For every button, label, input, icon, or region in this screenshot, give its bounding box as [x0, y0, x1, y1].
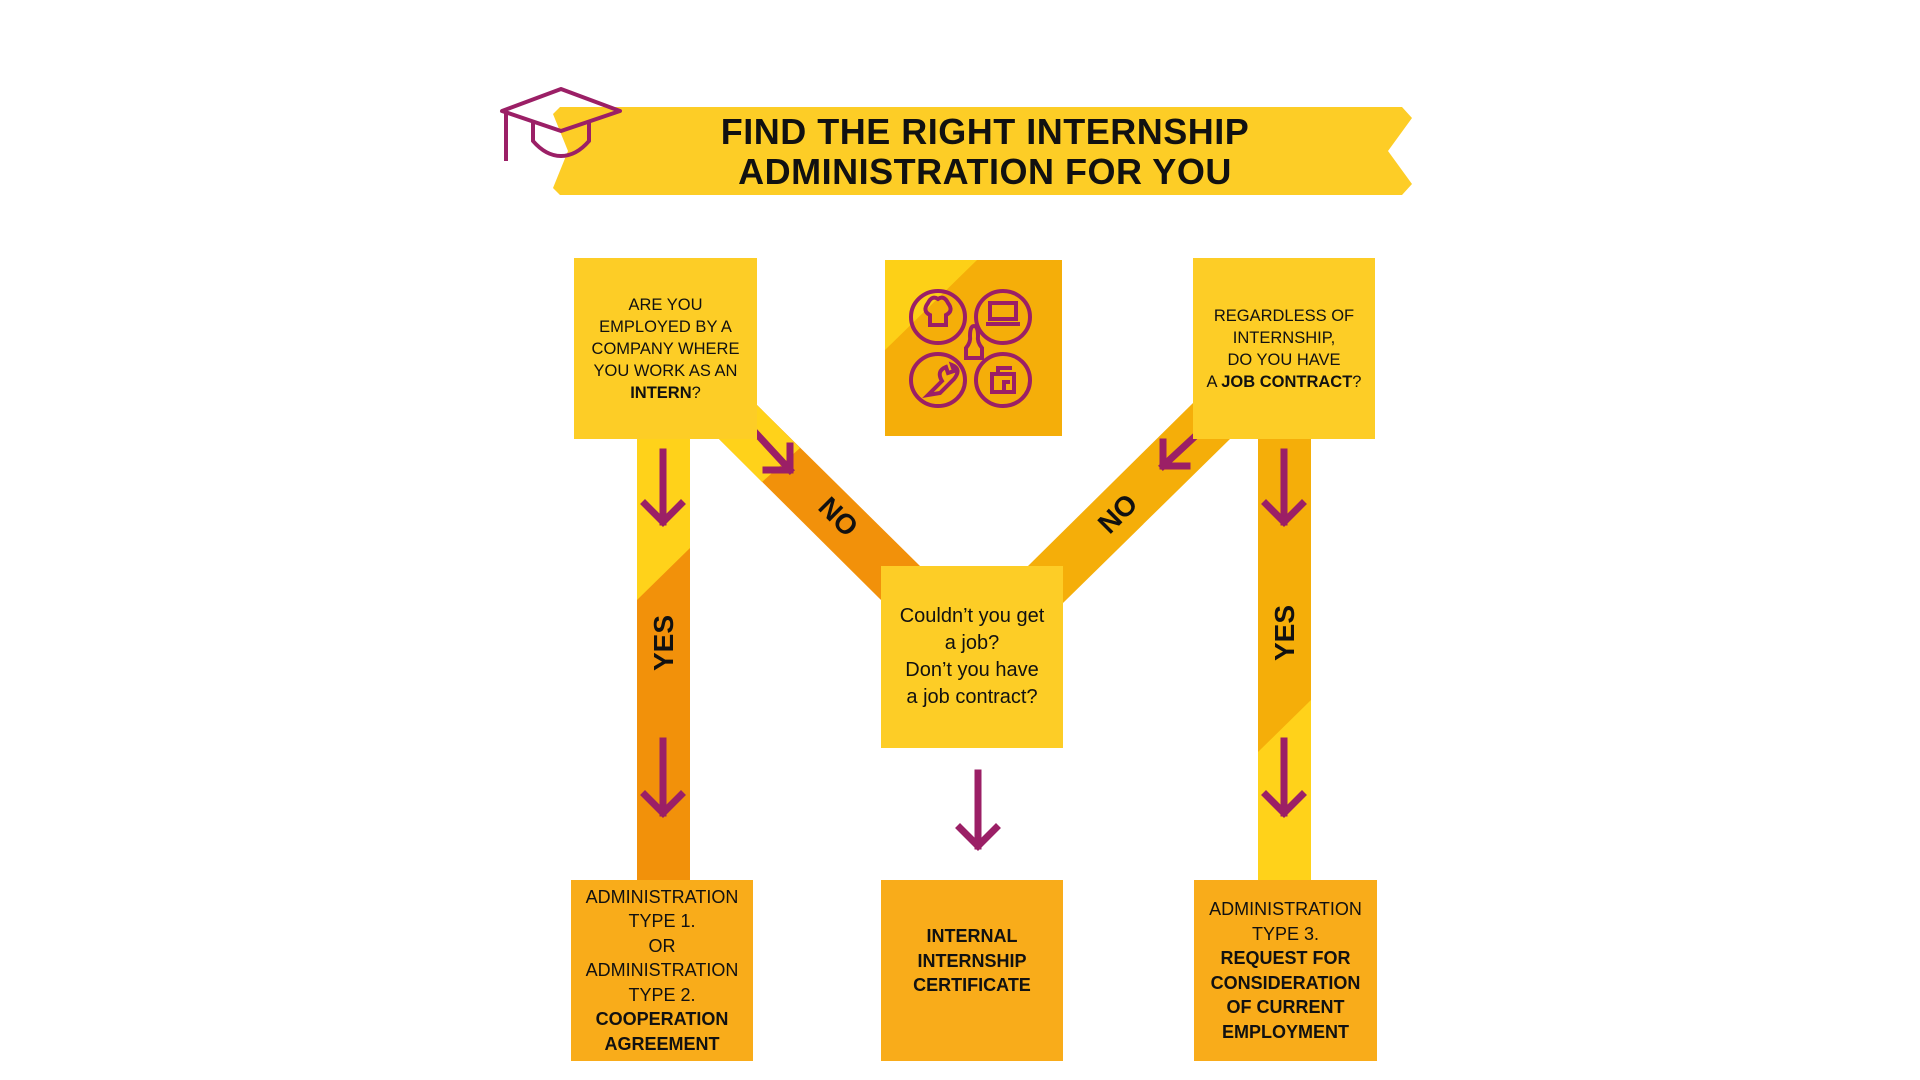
text-line: COMPANY WHERE: [591, 339, 740, 358]
text-line: INTERNSHIP: [917, 950, 1027, 971]
text-line: INTERNAL: [926, 926, 1018, 946]
text-line: Don’t you have: [905, 659, 1039, 681]
title-line-2: ADMINISTRATION FOR YOU: [738, 151, 1232, 192]
text-line: EMPLOYED BY A: [599, 317, 732, 336]
text-line: CERTIFICATE: [913, 975, 1031, 995]
graduation-cap-icon: [500, 87, 622, 161]
text-line: AGREEMENT: [604, 1033, 720, 1054]
arrow-down-icon: [1261, 448, 1307, 527]
person-icon: [964, 323, 984, 360]
question-job-contract: REGARDLESS OF INTERNSHIP, DO YOU HAVE A …: [1193, 258, 1375, 439]
arrow-down-icon: [955, 769, 1001, 851]
question-employed-intern: ARE YOU EMPLOYED BY A COMPANY WHERE YOU …: [574, 258, 757, 439]
arrow-down-icon: [1261, 737, 1307, 818]
professions-icon: [909, 289, 1032, 408]
text-line: EMPLOYMENT: [1221, 1021, 1349, 1042]
text-line: INTERNSHIP,: [1232, 328, 1336, 347]
yes-label-right: YES: [1269, 604, 1300, 661]
text-line: OR: [648, 935, 676, 956]
question-no-job: Couldn’t you get a job? Don’t you have a…: [881, 566, 1063, 748]
laptop-icon: [988, 301, 1018, 321]
arrows: [640, 411, 1307, 851]
result-administration-type-1-2: ADMINISTRATION TYPE 1. OR ADMINISTRATION…: [571, 880, 753, 1061]
text: ?: [1352, 372, 1362, 391]
title-line-1: FIND THE RIGHT INTERNSHIP: [720, 111, 1250, 152]
arrow-down-icon: [640, 448, 686, 527]
yes-label-left: YES: [648, 614, 679, 671]
text-line: REGARDLESS OF: [1213, 306, 1355, 325]
arrow-down-icon: [640, 737, 686, 818]
text-line: TYPE 2.: [628, 984, 696, 1005]
text-line: COOPERATION: [595, 1009, 729, 1030]
text-line: OF CURRENT: [1226, 997, 1345, 1017]
emphasis: INTERN: [630, 383, 692, 402]
text-line: ADMINISTRATION: [585, 886, 739, 907]
text-line: TYPE 3.: [1251, 923, 1320, 944]
sewing-machine-icon: [990, 366, 1016, 394]
page-title: FIND THE RIGHT INTERNSHIP ADMINISTRATION…: [640, 112, 1330, 192]
result-internal-certificate: INTERNAL INTERNSHIP CERTIFICATE: [881, 880, 1063, 1061]
text-line: DO YOU HAVE: [1227, 350, 1341, 369]
text-line: a job?: [944, 632, 1000, 654]
text-line: A JOB CONTRACT?: [1207, 371, 1362, 393]
text-line: CONSIDERATION: [1210, 972, 1361, 993]
text-line: a job contract?: [906, 686, 1038, 708]
text-line: TYPE 1.: [628, 911, 696, 932]
text-line: INTERN?: [630, 382, 701, 404]
text: ?: [691, 383, 701, 402]
text-line: Couldn’t you get: [899, 605, 1045, 627]
emphasis: JOB CONTRACT: [1221, 372, 1353, 391]
text-line: YOU WORK AS AN: [593, 361, 738, 380]
chef-hat-icon: [923, 295, 953, 327]
wrench-icon: [922, 361, 960, 398]
text-line: ADMINISTRATION: [1209, 899, 1362, 919]
text: A: [1206, 372, 1222, 391]
text-line: ARE YOU: [628, 295, 703, 314]
text-line: REQUEST FOR: [1220, 948, 1351, 968]
result-administration-type-3: ADMINISTRATION TYPE 3. REQUEST FOR CONSI…: [1194, 880, 1377, 1061]
text-line: ADMINISTRATION: [585, 960, 739, 981]
title-banner: [553, 107, 1412, 195]
